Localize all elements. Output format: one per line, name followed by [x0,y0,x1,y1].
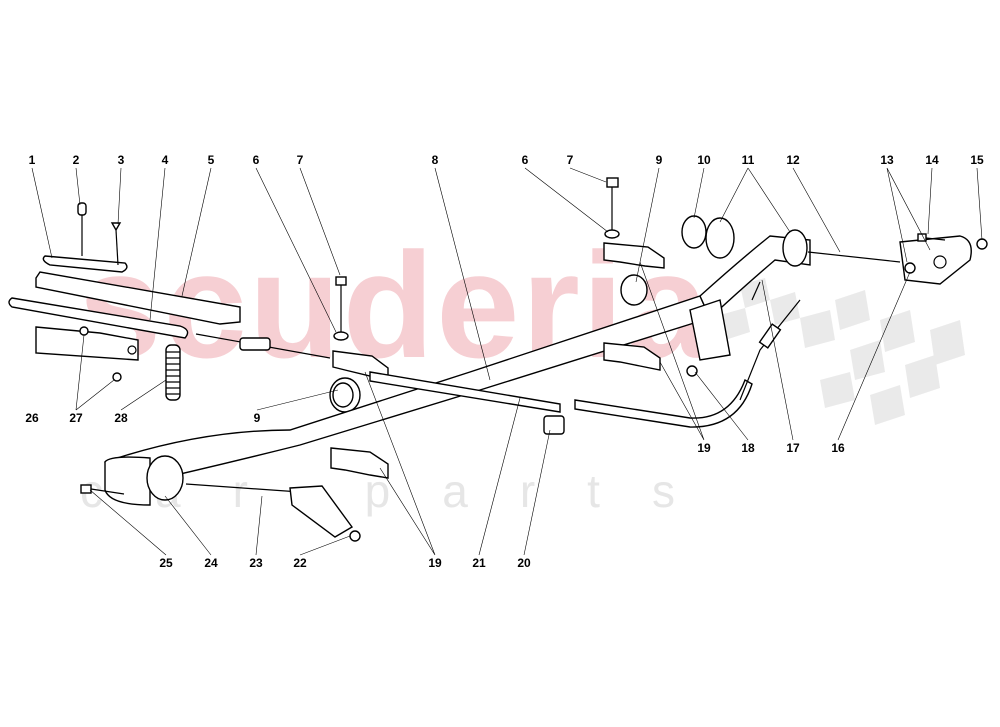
checkered-flag-watermark [690,278,965,425]
callout-6: 6 [253,153,260,167]
callout-9: 9 [254,411,261,425]
part-16-pin[interactable] [904,262,916,274]
leader-lines [31,167,983,556]
callout-11: 11 [742,153,755,167]
part-28-spring[interactable] [165,344,181,401]
part-12-lever[interactable] [807,251,901,263]
part-2-pin[interactable] [77,202,87,256]
part-5-bracket[interactable] [35,271,241,325]
part-1-plate[interactable] [42,255,128,273]
part-19-clamp-left-bottom[interactable] [330,447,389,479]
part-14-bolt[interactable] [917,233,946,242]
callout-24: 24 [204,556,218,570]
part-22-nut[interactable] [349,530,361,542]
callout-23: 23 [249,556,263,570]
callout-20: 20 [517,556,531,570]
callout-21: 21 [472,556,486,570]
part-cable-end-left[interactable] [195,333,331,359]
callout-5: 5 [208,153,215,167]
part-9-bush-left[interactable] [329,377,361,413]
callout-26: 26 [25,411,39,425]
part-20-clip[interactable] [543,415,565,435]
part-10-clip[interactable] [681,215,707,249]
callout-7: 7 [567,153,574,167]
callout-7: 7 [297,153,304,167]
callout-3: 3 [118,153,125,167]
part-11-bush[interactable] [705,217,808,267]
callout-10: 10 [697,153,711,167]
part-6-washer-right[interactable] [604,229,620,239]
callout-13: 13 [880,153,894,167]
part-19-clamp-right-bottom[interactable] [603,342,661,371]
callout-4: 4 [162,153,169,167]
callout-16: 16 [831,441,845,455]
part-4-rod[interactable] [8,297,189,339]
callout-28: 28 [114,411,128,425]
callout-9: 9 [656,153,663,167]
part-17-cable[interactable] [739,281,801,401]
part-26-block[interactable] [35,326,139,361]
callout-2: 2 [73,153,80,167]
callout-8: 8 [432,153,439,167]
part-7-bolt-left[interactable] [335,276,347,333]
part-8-shaft[interactable] [104,295,711,506]
callout-12: 12 [786,153,800,167]
part-9-bush-right[interactable] [620,274,648,306]
callout-22: 22 [293,556,307,570]
part-23-lever[interactable] [185,483,354,538]
part-3-screw[interactable] [110,222,122,266]
part-tube-right[interactable] [689,235,811,361]
part-6-washer-left[interactable] [333,331,349,341]
callout-18: 18 [741,441,755,455]
callout-1: 1 [29,153,36,167]
part-15-nut[interactable] [976,238,988,250]
part-21-rod[interactable] [369,371,753,428]
part-18-nut[interactable] [686,365,698,377]
callout-15: 15 [970,153,984,167]
part-27-nut[interactable] [79,326,122,382]
callout-27: 27 [69,411,83,425]
callout-19: 19 [428,556,442,570]
callout-14: 14 [925,153,939,167]
callout-25: 25 [159,556,173,570]
part-13-lever-arm[interactable] [899,235,972,285]
callout-19: 19 [697,441,711,455]
callout-17: 17 [786,441,800,455]
part-19-clamp-right-top[interactable] [603,242,665,269]
callout-6: 6 [522,153,529,167]
part-7-bolt-right[interactable] [606,177,619,230]
part-24-bush[interactable] [146,455,184,501]
part-25-bolt[interactable] [80,484,125,495]
